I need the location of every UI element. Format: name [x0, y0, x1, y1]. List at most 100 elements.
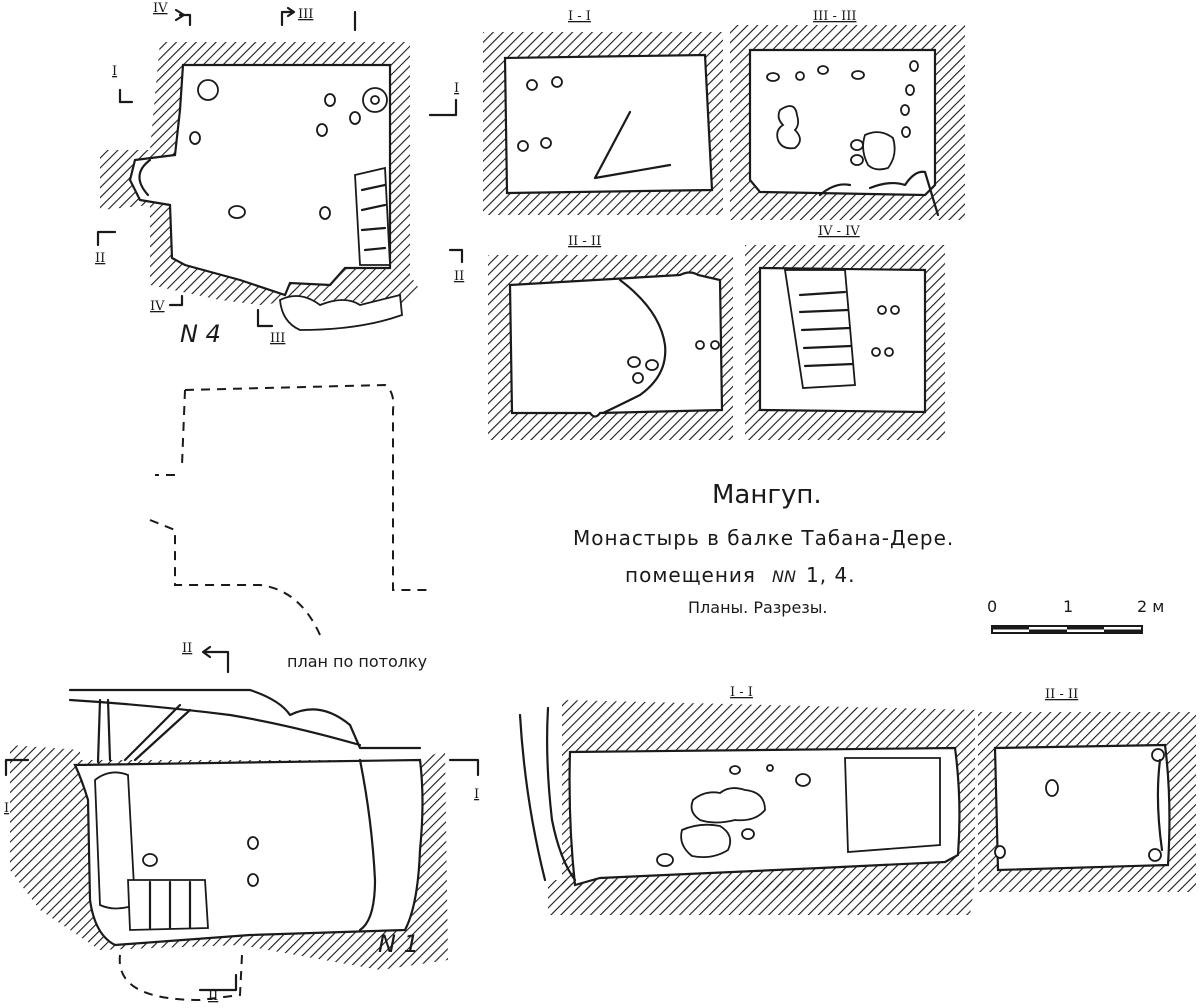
- marker-arrow-icon: [428, 98, 458, 117]
- scale-tick-1: 1: [1063, 597, 1073, 616]
- scale-tick-0: 0: [987, 597, 997, 616]
- section-pit: [795, 773, 811, 787]
- section-rock-face: [518, 713, 547, 882]
- section-pit: [884, 347, 894, 357]
- marker-arrow-icon: [448, 248, 464, 264]
- section-pit: [766, 764, 774, 772]
- section-pit: [994, 845, 1006, 859]
- section-pit: [729, 765, 741, 775]
- room-1-label: N 1: [378, 930, 419, 958]
- room-4-pit: [349, 111, 361, 125]
- section-pit: [1045, 779, 1059, 797]
- section-cavity: [748, 48, 937, 197]
- room-1-ceiling-edge: [96, 698, 192, 764]
- section-pit: [850, 154, 864, 166]
- marker-arrow-icon: [198, 973, 238, 992]
- section-cavity: [503, 53, 714, 195]
- marker-ii: II: [208, 989, 218, 1004]
- marker-arrow-icon: [174, 8, 192, 27]
- section-pit-pair: [776, 105, 801, 150]
- title-main: Мангуп.: [712, 480, 822, 510]
- marker-arrow-icon: [280, 6, 296, 27]
- room-1-pit: [247, 836, 259, 850]
- room-1-section-markers: II I I II: [4, 641, 479, 1004]
- section-pit: [850, 139, 864, 151]
- room-1-pit: [247, 873, 259, 887]
- section-rock-face: [546, 706, 577, 882]
- section-pit-large: [680, 823, 732, 859]
- section-rock-face: [1156, 758, 1164, 852]
- room-4-bench: [354, 166, 391, 266]
- section-pit: [1148, 848, 1162, 862]
- section-slope: [593, 110, 672, 180]
- section-iii-iii: III - III: [730, 9, 965, 220]
- room-4-niche: [138, 158, 152, 197]
- room-1-pit: [142, 853, 158, 867]
- section-pit: [795, 71, 805, 81]
- section-niche: [844, 757, 941, 853]
- section-pit: [526, 79, 538, 91]
- section-pit: [817, 65, 829, 75]
- room-4-pit: [228, 205, 246, 219]
- scale-bar-segment: [1029, 629, 1067, 633]
- section-pit-large: [690, 787, 766, 824]
- room-4-pit: [319, 206, 331, 220]
- section-pit: [627, 356, 641, 368]
- room-1-ceiling-edge: [68, 688, 422, 750]
- marker-iii: III: [270, 331, 285, 346]
- section-title: IV - IV: [818, 224, 860, 239]
- marker-i: I: [112, 64, 117, 79]
- title-line-3: помещения: [625, 563, 756, 587]
- scale-bar-segment: [1104, 629, 1142, 633]
- room-1-ceiling-edge: [68, 698, 362, 747]
- section-pit: [851, 70, 865, 80]
- room-4-collapse: [279, 293, 403, 331]
- section-pit: [890, 305, 900, 315]
- room-1-rock-edge: [358, 758, 377, 932]
- section-i-i: I - I: [483, 9, 723, 215]
- room-1-section-i-i: I - I: [518, 685, 975, 915]
- title-line-3-nn: NN: [772, 567, 796, 586]
- section-pit: [877, 305, 887, 315]
- room-4-pit: [324, 93, 336, 107]
- marker-i: I: [4, 801, 9, 816]
- section-cavity: [508, 271, 724, 418]
- ceiling-outline: [181, 389, 186, 466]
- room-1-section-ii-ii: II - II: [978, 687, 1196, 892]
- section-stair-lines: [798, 290, 855, 368]
- scale-bar-segment: [1067, 626, 1104, 630]
- room-4-label: N 4: [180, 320, 221, 348]
- section-title: II - II: [568, 234, 601, 249]
- room-4-floor: [128, 63, 392, 297]
- section-floor-detail: [818, 170, 940, 217]
- room-1-plan: [10, 688, 448, 1002]
- room-1-ceiling-outline: [118, 954, 243, 1002]
- room-4-section-markers: IV III I I II II IV III: [95, 1, 464, 346]
- marker-arrow-icon: [256, 308, 274, 328]
- section-ii-ii: II - II: [488, 234, 733, 440]
- marker-arrow-icon: [201, 645, 230, 674]
- scale-tick-2: 2 м: [1137, 597, 1164, 616]
- section-pit: [645, 359, 659, 371]
- room-4-pit: [370, 95, 380, 105]
- section-pit: [1151, 748, 1165, 762]
- section-iv-iv: IV - IV: [745, 224, 945, 440]
- title-line-2: Монастырь в балке Табана-Дере.: [573, 526, 954, 550]
- section-pit: [656, 853, 674, 867]
- section-pit: [901, 126, 911, 138]
- section-pit: [909, 60, 919, 72]
- section-pit: [871, 347, 881, 357]
- room-4-plan: [100, 42, 420, 331]
- section-pit: [632, 372, 644, 384]
- title-line-4: Планы. Разрезы.: [688, 598, 828, 617]
- room-1-steps: [127, 879, 209, 931]
- marker-iv: IV: [153, 1, 168, 16]
- section-pit: [905, 84, 915, 96]
- title-line-3-numbers: 1, 4.: [806, 563, 856, 587]
- section-pit: [766, 72, 780, 82]
- section-title: I - I: [730, 685, 753, 700]
- section-pit: [710, 340, 720, 350]
- section-pit: [695, 340, 705, 350]
- ceiling-outline: [149, 383, 430, 636]
